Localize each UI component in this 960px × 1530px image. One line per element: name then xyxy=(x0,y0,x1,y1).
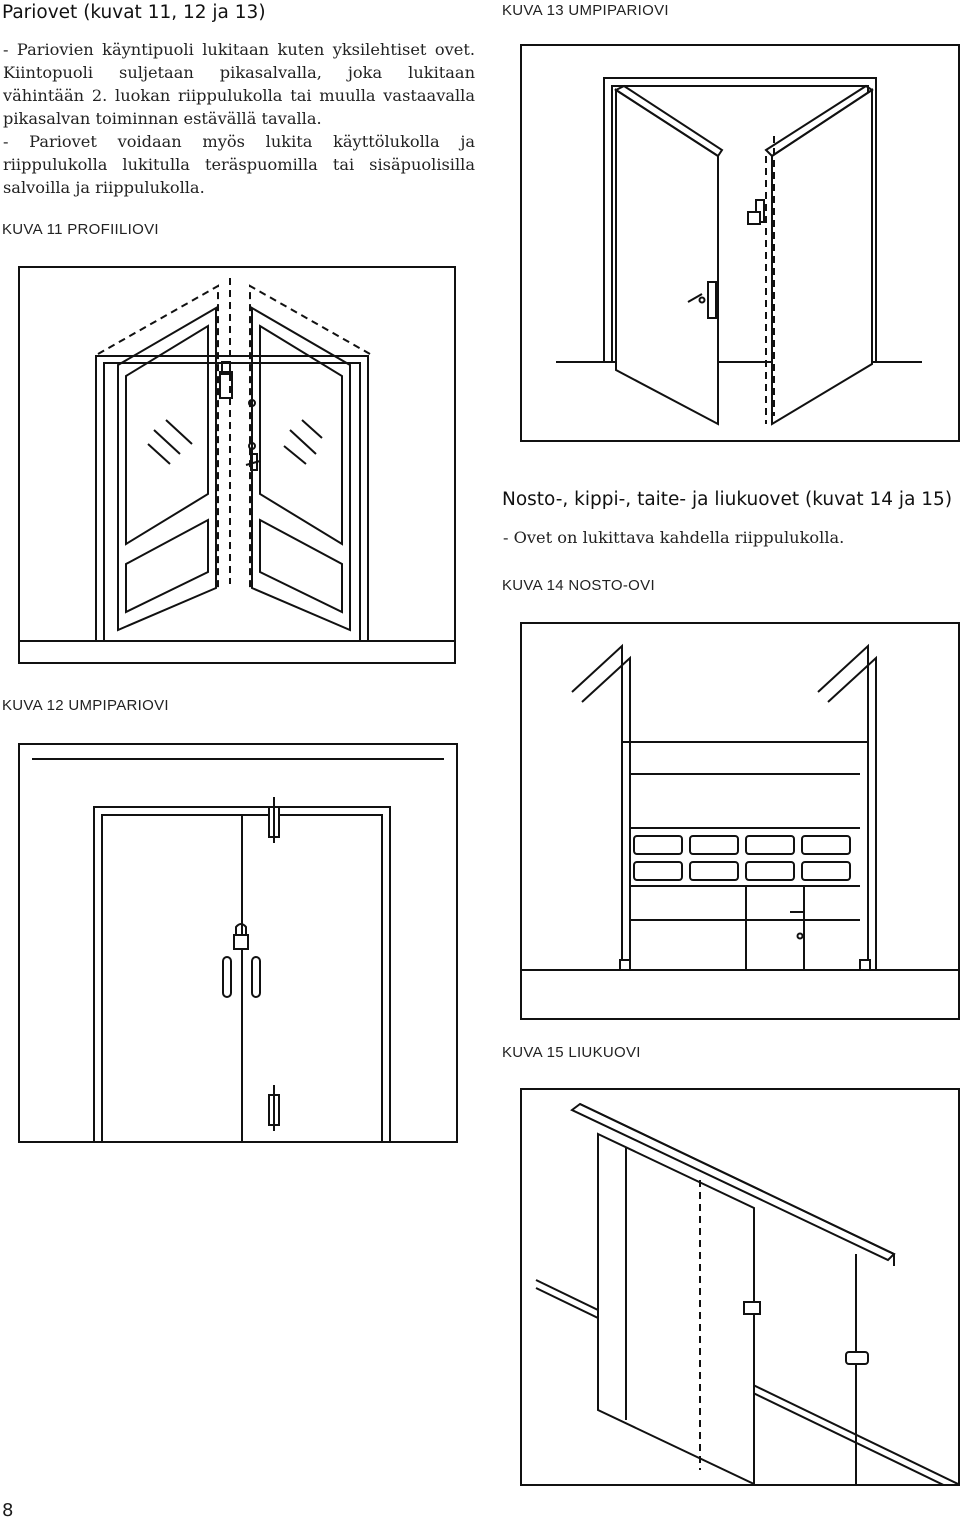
overhead-door-illustration xyxy=(522,643,958,971)
figure-14-caption: KUVA 14 NOSTO-OVI xyxy=(502,577,655,594)
figure-15-sliding-door xyxy=(520,1088,960,1486)
section-body-double-doors: - Pariovien käyntipuoli lukitaan kuten y… xyxy=(3,38,475,199)
figure-11-profile-door xyxy=(18,266,456,664)
section-title-double-doors: Pariovet (kuvat 11, 12 ja 13) xyxy=(2,2,266,23)
double-solid-door-illustration xyxy=(32,758,444,1141)
open-double-door-illustration xyxy=(556,77,922,426)
paragraph-1: - Pariovien käyntipuoli lukitaan kuten y… xyxy=(3,40,475,128)
page-number: 8 xyxy=(2,1500,14,1521)
double-glass-door-illustration xyxy=(20,278,454,642)
sliding-door-illustration xyxy=(535,1102,958,1484)
paragraph-3: - Ovet on lukittava kahdella riippulukol… xyxy=(503,528,845,547)
figure-14-overhead-door xyxy=(520,622,960,1020)
section-title-garage-doors: Nosto-, kippi-, taite- ja liukuovet (kuv… xyxy=(502,489,953,510)
section-body-garage-doors: - Ovet on lukittava kahdella riippulukol… xyxy=(503,526,953,549)
figure-15-caption: KUVA 15 LIUKUOVI xyxy=(502,1044,641,1061)
paragraph-2: - Pariovet voidaan myös lukita käyttöluk… xyxy=(3,132,475,197)
figure-13-solid-double-door-open xyxy=(520,44,960,442)
figure-12-caption: KUVA 12 UMPIPARIOVI xyxy=(2,697,169,714)
figure-13-caption: KUVA 13 UMPIPARIOVI xyxy=(502,2,669,19)
figure-12-solid-double-door xyxy=(18,743,458,1143)
figure-11-caption: KUVA 11 PROFIILIOVI xyxy=(2,221,159,238)
